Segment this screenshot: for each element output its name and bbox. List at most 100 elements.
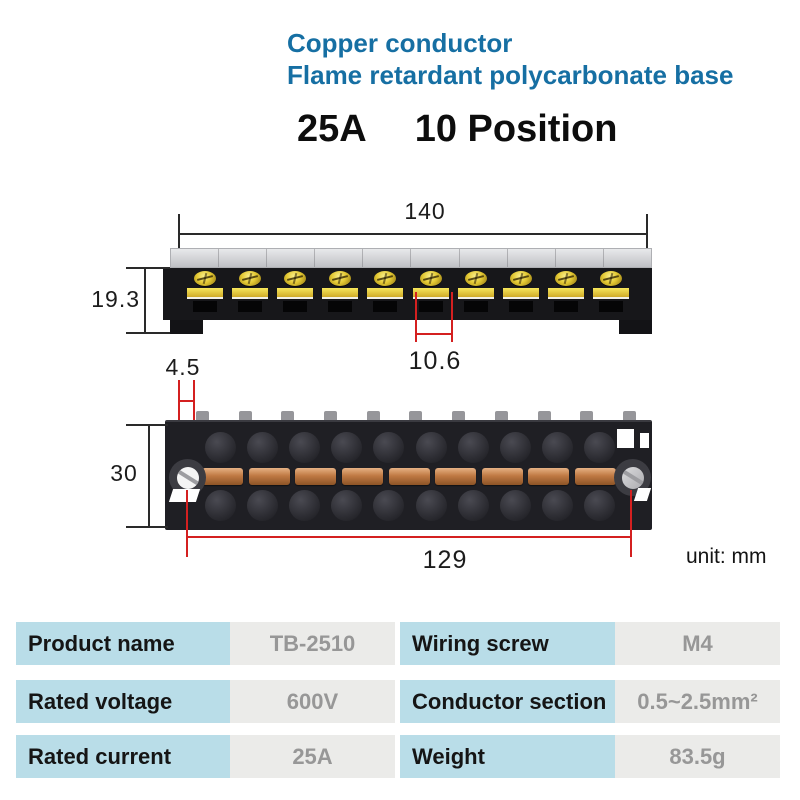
terminal-position bbox=[320, 271, 360, 317]
dim-overall-width-line bbox=[179, 233, 648, 235]
wire-hole bbox=[289, 490, 321, 521]
wire-slot bbox=[508, 301, 533, 312]
dim-pitch-label: 10.6 bbox=[408, 347, 462, 375]
dim-tick bbox=[126, 526, 168, 528]
back-bump-row bbox=[196, 411, 636, 421]
terminal-screw-icon bbox=[554, 271, 577, 286]
spec-value: TB-2510 bbox=[230, 622, 395, 665]
cover-seam bbox=[506, 249, 508, 267]
table-gap bbox=[395, 622, 400, 665]
copper-bar bbox=[202, 468, 243, 485]
terminal-position bbox=[275, 271, 315, 317]
copper-bar bbox=[575, 468, 616, 485]
divider-tab bbox=[409, 411, 423, 421]
wire-hole bbox=[541, 432, 573, 463]
rating-text: 25A bbox=[297, 108, 367, 150]
unit-note: unit: mm bbox=[686, 545, 767, 568]
spec-label: Rated voltage bbox=[16, 680, 230, 723]
wire-hole bbox=[331, 432, 363, 463]
wire-hole bbox=[583, 432, 615, 463]
copper-bar bbox=[341, 468, 383, 485]
copper-bar bbox=[388, 468, 430, 485]
wire-slot bbox=[238, 301, 263, 312]
wire-slot bbox=[373, 301, 398, 312]
dim-mount-span-extension bbox=[630, 490, 632, 557]
dim-mount-span-label: 129 bbox=[422, 546, 468, 574]
terminal-screw-icon bbox=[329, 271, 352, 286]
wire-hole bbox=[373, 490, 405, 521]
divider-tab bbox=[494, 411, 508, 421]
spec-value: 83.5g bbox=[615, 735, 780, 778]
terminal-screw-icon bbox=[509, 271, 532, 286]
wire-hole bbox=[499, 490, 531, 521]
cover-seam bbox=[554, 249, 556, 267]
cover-seam bbox=[314, 249, 316, 267]
table-gap bbox=[395, 680, 400, 723]
cover-seam bbox=[458, 249, 460, 267]
wire-slot bbox=[193, 301, 217, 312]
terminal-position bbox=[230, 271, 270, 317]
mount-foot-right bbox=[619, 320, 652, 334]
terminal-position bbox=[546, 271, 586, 317]
divider-tab bbox=[537, 411, 551, 421]
table-row: Rated voltage 600V Conductor section 0.5… bbox=[16, 680, 780, 723]
terminal-screw-icon bbox=[194, 271, 216, 286]
divider-tab bbox=[366, 411, 380, 421]
wire-slot bbox=[328, 301, 353, 312]
spec-title: 25A 10 Position bbox=[297, 108, 617, 151]
dim-back-height-line bbox=[148, 425, 150, 528]
wire-hole bbox=[289, 432, 321, 463]
divider-tab bbox=[452, 411, 466, 421]
dim-pitch-line bbox=[415, 292, 417, 342]
cover-seam bbox=[266, 249, 268, 267]
copper-bar bbox=[528, 468, 570, 485]
wire-hole-row-bottom bbox=[205, 490, 615, 521]
wire-hole bbox=[331, 490, 363, 521]
wire-hole bbox=[247, 432, 279, 463]
terminal-position bbox=[456, 271, 496, 317]
wire-hole bbox=[583, 490, 615, 521]
clamp-plate bbox=[547, 288, 584, 299]
divider-tab bbox=[196, 411, 209, 421]
base-cutout bbox=[640, 433, 649, 448]
clamp-plate bbox=[592, 288, 629, 299]
transparent-cover bbox=[170, 248, 652, 268]
divider-tab bbox=[622, 411, 636, 421]
clamp-plate bbox=[502, 288, 539, 299]
divider-tab bbox=[281, 411, 295, 421]
dim-hole-offset-label: 4.5 bbox=[165, 354, 201, 380]
wire-hole bbox=[415, 490, 447, 521]
clamp-plate bbox=[277, 288, 314, 299]
dim-mount-span-extension bbox=[186, 490, 188, 557]
clamp-plate bbox=[232, 288, 269, 299]
copper-bar bbox=[435, 468, 477, 485]
copper-bar bbox=[295, 468, 337, 485]
wire-slot bbox=[463, 301, 488, 312]
dim-body-height-label: 19.3 bbox=[91, 286, 140, 312]
dim-pitch-connector bbox=[415, 333, 453, 335]
wire-slot bbox=[283, 301, 308, 312]
divider-tab bbox=[324, 411, 338, 421]
wire-hole bbox=[499, 432, 531, 463]
terminal-position bbox=[591, 271, 631, 317]
dim-body-height-line bbox=[144, 268, 146, 334]
dim-tick bbox=[646, 214, 648, 252]
wire-hole bbox=[205, 490, 236, 521]
clamp-plate bbox=[412, 288, 449, 299]
wire-hole bbox=[457, 490, 489, 521]
terminal-screw-icon bbox=[239, 271, 262, 286]
wire-slot bbox=[598, 301, 623, 312]
wire-slot bbox=[553, 301, 578, 312]
mount-screw-head bbox=[621, 466, 644, 489]
spec-label: Rated current bbox=[16, 735, 230, 778]
mount-hole-opening bbox=[176, 466, 199, 489]
dim-mount-span-line bbox=[186, 536, 632, 538]
mount-hole-right bbox=[614, 459, 651, 496]
dim-tick bbox=[126, 332, 170, 334]
mount-foot-left bbox=[170, 320, 203, 334]
clamp-plate bbox=[322, 288, 359, 299]
divider-tab bbox=[238, 411, 252, 421]
terminal-position bbox=[501, 271, 541, 317]
wire-hole bbox=[247, 490, 279, 521]
